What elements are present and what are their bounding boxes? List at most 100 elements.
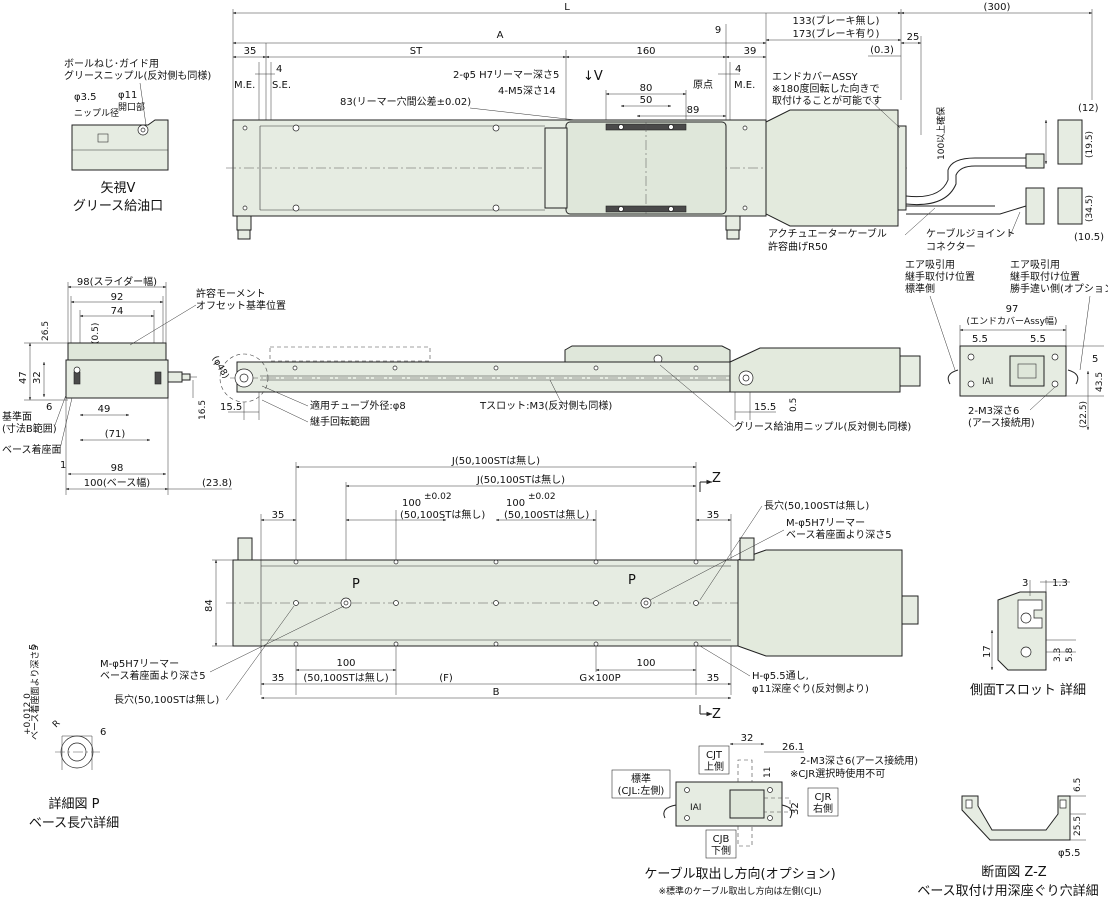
dim-L: L [564,2,570,13]
bv-z-top: Z [712,471,721,486]
bv-h-hole-1: H-φ5.5通し, [752,670,809,682]
ts-3-3: 3.3 [1053,648,1063,662]
m5-note: 4-M5深さ14 [498,85,556,97]
bv-note-a: (50,100STは無し) [400,508,485,521]
origin-label: 原点 [693,79,713,91]
dim-173: 173(ブレーキ有り) [793,27,880,40]
detail-p: 5 +0.012 0 ベース着座面より深さ5 6 R 詳細図 P ベース長穴詳細 [23,644,119,831]
dp-title-2: ベース長穴詳細 [29,815,119,831]
cd-m3-1: 2-M3深さ6(アース接続用) [800,754,918,767]
v-note-1: ボールねじ･ガイド用 [64,58,159,70]
bottom-view: J(50,100STは無し) J(50,100STは無し) Z 100 ±0.0… [100,454,919,722]
dim-12: (12) [1078,103,1099,114]
dp-title-1: 詳細図 P [49,796,100,812]
fv-71: (71) [105,429,126,440]
dim-300: (300) [984,2,1011,13]
dim-80: 80 [640,83,653,94]
reamer-hole-note: 2-φ5 H7リーマー深さ5 [453,69,559,81]
fv-74: 74 [111,306,124,317]
fv-23-8: (23.8) [202,478,232,489]
dp-6: 6 [100,727,106,738]
bv-slot-1: 長穴(50,100STは無し) [764,499,869,512]
dim-50: 50 [640,95,653,106]
endcover-line3: 取付けることが可能です [772,94,882,107]
cd-11: 11 [763,767,773,778]
cd-cjr-2: 右側 [813,802,833,815]
bv-note-b: (50,100STは無し) [504,508,589,521]
bv-tol-b: ±0.02 [528,492,556,502]
bv-100d: 100 [636,658,655,669]
bv-F: (F) [439,673,453,684]
se: S.E. [272,80,291,91]
section-zz: 6.5 25.5 φ5.5 断面図 Z-Z ベース取付け用深座ぐり穴詳細 [917,778,1098,899]
cd-cjb-1: CJB [713,834,730,845]
cd-cjb-2: 下側 [711,844,731,857]
dp-5: 5 [28,644,39,650]
ts-title: 側面Tスロット 詳細 [970,682,1086,698]
zz-title-2: ベース取付け用深座ぐり穴詳細 [917,883,1098,899]
bv-J1: J(50,100STは無し) [451,454,540,467]
fv-98-slider: 98(スライダー幅) [77,275,157,288]
sv-joint-rot: 継手回転範囲 [310,415,370,428]
fv-47: 47 [18,371,29,384]
view-v-detail: ボールねじ･ガイド用 グリースニップル(反対側も同様) φ3.5 ニップル径 φ… [64,58,211,214]
fv-base-ref-1: 基準面 [2,410,32,423]
fv-6: 6 [46,402,52,413]
sv-tslot: Tスロット:M3(反対側も同様) [479,399,612,412]
bv-100a: 100 [402,498,421,509]
fv-49: 49 [98,404,111,415]
v-title-1: 矢視V [101,181,136,196]
cd-note: ※標準のケーブル取出し方向は左側(CJL) [659,885,822,897]
end-view: エア吸引用 継手取付け位置 標準側 エア吸引用 継手取付け位置 勝手違い側(オプ… [905,259,1108,431]
ev-97: 97 [1006,304,1019,315]
ev-22-5: (22.5) [1079,401,1089,428]
ts-5-8: 5.8 [1065,647,1075,662]
ev-5: 5 [1092,354,1098,365]
v-d11: φ11 [118,90,137,101]
zz-5-5: φ5.5 [1058,848,1081,859]
bv-tol-a: ±0.02 [424,492,452,502]
cd-32a: 32 [741,733,754,744]
dim-A: A [497,30,504,41]
bv-100b: 100 [506,498,525,509]
fv-16-5: 16.5 [198,400,208,420]
dim-19-5: (19.5) [1085,131,1095,158]
ev-air-opt-3: 勝手違い側(オプション) [1010,282,1108,295]
joint-line2: コネクター [926,241,976,253]
sv-d48: (φ48) [209,355,230,381]
ev-air-std-3: 標準側 [905,282,935,295]
ev-air-opt-2: 継手取付け位置 [1010,270,1080,283]
cable-bend-line1: アクチュエーターケーブル [768,227,887,240]
cd-cjt-2: 上側 [704,760,724,773]
v-d35: φ3.5 [74,92,97,103]
ev-97-sub: (エンドカバーAssy幅) [967,315,1058,327]
ts-1-3: 1.3 [1052,578,1068,589]
dp-r: R [51,719,63,731]
me-right: M.E. [734,80,755,91]
bv-reamer-r-2: ベース着座面より深さ5 [786,528,892,541]
tslot-detail: 3 1.3 17 3.3 5.8 側面Tスロット 詳細 [970,578,1086,698]
fv-92: 92 [111,292,124,303]
front-view: 98(スライダー幅) 92 74 26.5 (0.5) 47 32 6 16.5… [2,275,286,495]
v-title-2: グリース給油口 [73,199,163,214]
fv-98: 98 [111,463,124,474]
cd-cjt-1: CJT [706,750,723,761]
ev-air-opt-1: エア吸引用 [1010,259,1060,271]
bv-35d: 35 [707,673,720,684]
dim-35-top: 35 [244,46,257,57]
bv-Gx100P: G×100P [579,673,620,684]
bv-100c-sub: (50,100STは無し) [303,671,388,684]
bv-35a: 35 [272,510,285,521]
sv-grease: グリース給油用ニップル(反対側も同様) [734,420,911,433]
dim-34-5: (34.5) [1085,195,1095,222]
bv-slot-2: 長穴(50,100STは無し) [114,693,219,706]
secure-100: 100以上確保 [935,107,947,160]
ev-43-5: 43.5 [1095,372,1105,392]
bv-z-bot: Z [712,707,721,722]
cd-std: 標準 [631,772,651,785]
zz-title-1: 断面図 Z-Z [981,865,1047,880]
cd-32b: 32 [790,802,801,815]
bv-J2: J(50,100STは無し) [476,473,565,486]
dim-160: 160 [636,46,655,57]
